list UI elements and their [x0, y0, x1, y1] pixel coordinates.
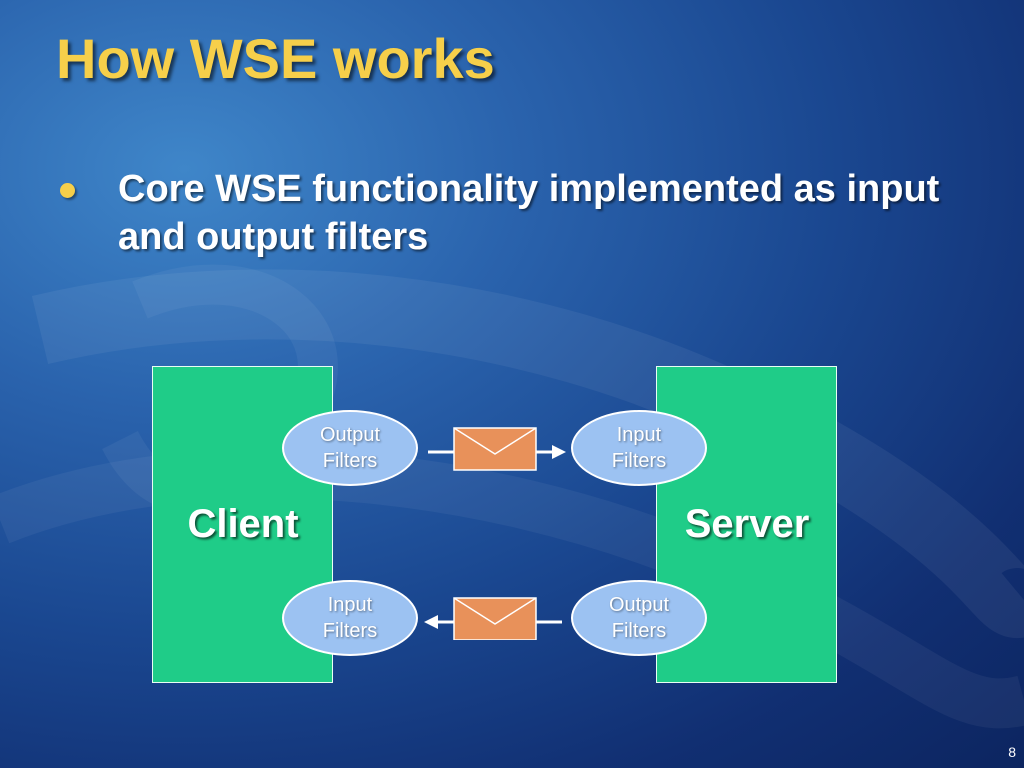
bullet-text: Core WSE functionality implemented as in… — [118, 168, 940, 258]
client-label: Client — [187, 502, 299, 546]
request-arrow — [428, 445, 566, 459]
response-arrow — [424, 615, 562, 629]
client-input-filter: Input Filters — [282, 580, 418, 656]
server-label: Server — [684, 502, 810, 546]
bullet-dot-icon — [60, 183, 75, 198]
server-input-filter: Input Filters — [571, 410, 707, 486]
server-output-filter: Output Filters — [571, 580, 707, 656]
response-envelope-icon — [453, 597, 537, 640]
slide-number: 8 — [1008, 744, 1016, 760]
request-envelope-icon — [453, 427, 537, 471]
client-output-filter: Output Filters — [282, 410, 418, 486]
message-flow — [424, 427, 566, 640]
slide-title: How WSE works — [56, 27, 495, 90]
